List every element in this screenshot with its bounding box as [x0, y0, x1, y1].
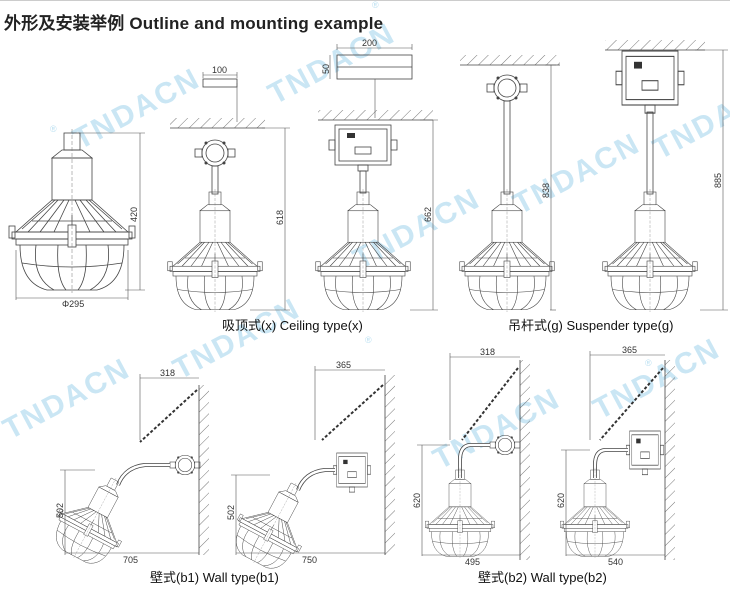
- dim-lamp-diameter: Φ295: [62, 299, 84, 309]
- watermark: TNDACN: [508, 127, 646, 221]
- svg-text:®: ®: [365, 335, 372, 345]
- watermark: TNDACN: [648, 72, 730, 166]
- dim-b1-box-top: 365: [336, 360, 351, 370]
- caption-ceiling: 吸顶式(x) Ceiling type(x): [222, 318, 363, 333]
- watermark: TNDACN: [68, 62, 206, 156]
- dim-b2-box-width: 540: [608, 557, 623, 567]
- dim-bracket-width: 100: [212, 65, 227, 75]
- caption-wall-b1: 壁式(b1) Wall type(b1): [150, 570, 279, 585]
- wall-type-b2-round-box: 318 620 495: [412, 347, 530, 567]
- suspender-type-square-box: 885: [602, 40, 728, 313]
- dim-b2-round-top: 318: [480, 347, 495, 357]
- dim-ceiling-round-height: 618: [275, 210, 285, 225]
- page-title: 外形及安装举例 Outline and mounting example: [4, 14, 384, 33]
- dim-b1-round-height: 502: [55, 503, 65, 518]
- ceiling-type-round-box: 100 618: [167, 65, 290, 313]
- dim-box-depth: 50: [321, 64, 331, 74]
- wall-type-b2-square-box: 365 620 540: [556, 345, 675, 567]
- lamp-outline-standalone: 420 Φ295: [8, 128, 145, 309]
- svg-text:®: ®: [372, 0, 379, 10]
- dim-box-width: 200: [362, 38, 377, 48]
- watermark: TNDACN: [263, 17, 401, 111]
- caption-suspender: 吊杆式(g) Suspender type(g): [508, 318, 673, 333]
- dim-lamp-height: 420: [129, 207, 139, 222]
- svg-text:®: ®: [645, 358, 652, 368]
- dim-b2-box-top: 365: [622, 345, 637, 355]
- wall-type-b1-round-box: 318 502 705: [42, 368, 209, 575]
- dim-ceiling-box-height: 662: [423, 207, 433, 222]
- ceiling-type-square-box: 200 50 662: [315, 38, 438, 313]
- watermark: TNDACN: [348, 182, 486, 276]
- wall-type-b1-square-box: 365 502 750: [222, 360, 395, 580]
- suspender-type-round-box: 838: [459, 55, 560, 313]
- dim-b2-box-height: 620: [556, 493, 566, 508]
- dim-b1-box-height: 502: [226, 505, 236, 520]
- dim-suspender-round-height: 838: [541, 183, 551, 198]
- svg-text:®: ®: [50, 124, 57, 134]
- dim-b2-round-width: 495: [465, 557, 480, 567]
- caption-wall-b2: 壁式(b2) Wall type(b2): [478, 570, 607, 585]
- watermark: TNDACN: [0, 352, 136, 446]
- watermark: TNDACN: [588, 332, 726, 426]
- dim-b1-round-width: 705: [123, 555, 138, 565]
- top-divider: [0, 0, 730, 1]
- dim-b1-box-width: 750: [302, 555, 317, 565]
- dim-b1-round-top: 318: [160, 368, 175, 378]
- dim-b2-round-height: 620: [412, 493, 422, 508]
- dim-suspender-box-height: 885: [713, 173, 723, 188]
